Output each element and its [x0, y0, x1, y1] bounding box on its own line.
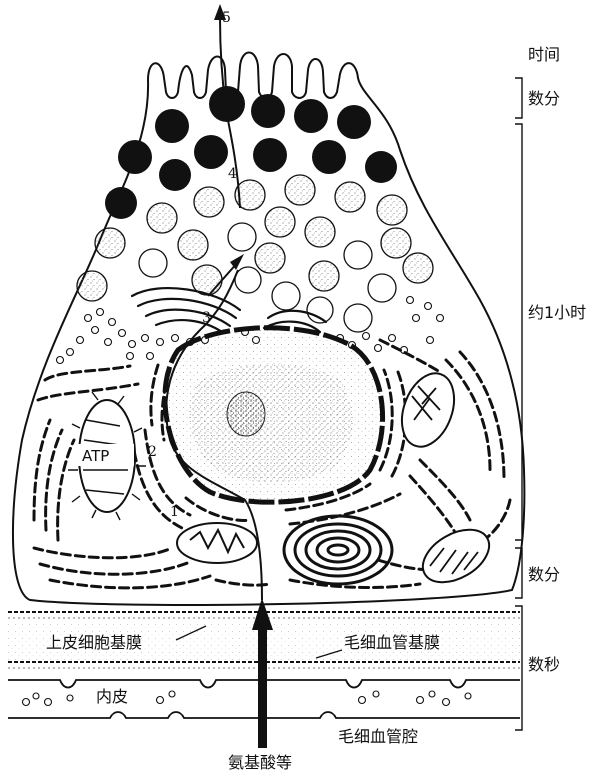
time-axis-header: 时间: [528, 45, 560, 64]
stippled-granule: [377, 195, 407, 225]
capillary-lumen-label: 毛细血管腔: [338, 727, 418, 746]
stippled-granule: [305, 217, 335, 247]
stippled-granule: [77, 271, 107, 301]
endothelium-label: 内皮: [96, 687, 128, 706]
step-label-4: 4: [228, 166, 237, 182]
stippled-granule: [194, 187, 224, 217]
capillary-basement-membrane-label: 毛细血管基膜: [344, 633, 440, 652]
open-vacuole: [235, 267, 261, 293]
amino-acid-uptake-arrow: [252, 598, 273, 748]
open-vacuole: [139, 249, 167, 277]
dark-granule: [337, 105, 371, 139]
dark-granule: [155, 109, 189, 143]
open-vacuole: [272, 282, 300, 310]
dark-granule: [312, 140, 346, 174]
bracket-minutes-top: [515, 78, 522, 118]
dark-granule: [253, 138, 287, 172]
stippled-granule: [309, 261, 339, 291]
stippled-granule: [95, 228, 125, 258]
stippled-granule: [265, 207, 295, 237]
interval-label-minutes-top: 数分: [528, 89, 560, 108]
dark-granule: [159, 159, 191, 191]
dark-granule: [251, 94, 285, 128]
nucleolus: [227, 392, 265, 436]
stippled-granule: [147, 203, 177, 233]
dark-granule: [194, 135, 228, 169]
epithelial-basement-membrane-label: 上皮细胞基膜: [46, 633, 142, 652]
stippled-granule: [381, 228, 411, 258]
step-label-2: 2: [148, 444, 157, 460]
open-vacuole: [344, 304, 372, 332]
dark-granule: [294, 99, 328, 133]
interval-label-seconds: 数秒: [528, 655, 560, 674]
dark-granule: [105, 187, 137, 219]
open-vacuole: [344, 241, 372, 269]
interval-label-minutes-bottom: 数分: [528, 565, 560, 584]
mitochondrion: [177, 523, 257, 563]
stippled-granule: [255, 243, 285, 273]
atp-label: ATP: [82, 447, 109, 465]
stippled-granule: [403, 253, 433, 283]
open-vacuole: [228, 223, 256, 251]
open-vacuole: [368, 274, 396, 302]
stippled-granule: [335, 182, 365, 212]
step-label-5: 5: [222, 10, 231, 26]
nucleus: [165, 328, 383, 502]
stippled-granule: [285, 175, 315, 205]
amino-acids-label: 氨基酸等: [228, 753, 292, 772]
dark-granule: [118, 140, 152, 174]
dark-granule: [365, 151, 397, 183]
step-label-3: 3: [202, 310, 211, 326]
step-label-1: 1: [170, 504, 179, 520]
interval-label-one-hour: 约1小时: [528, 303, 586, 322]
stippled-granule: [178, 230, 208, 260]
